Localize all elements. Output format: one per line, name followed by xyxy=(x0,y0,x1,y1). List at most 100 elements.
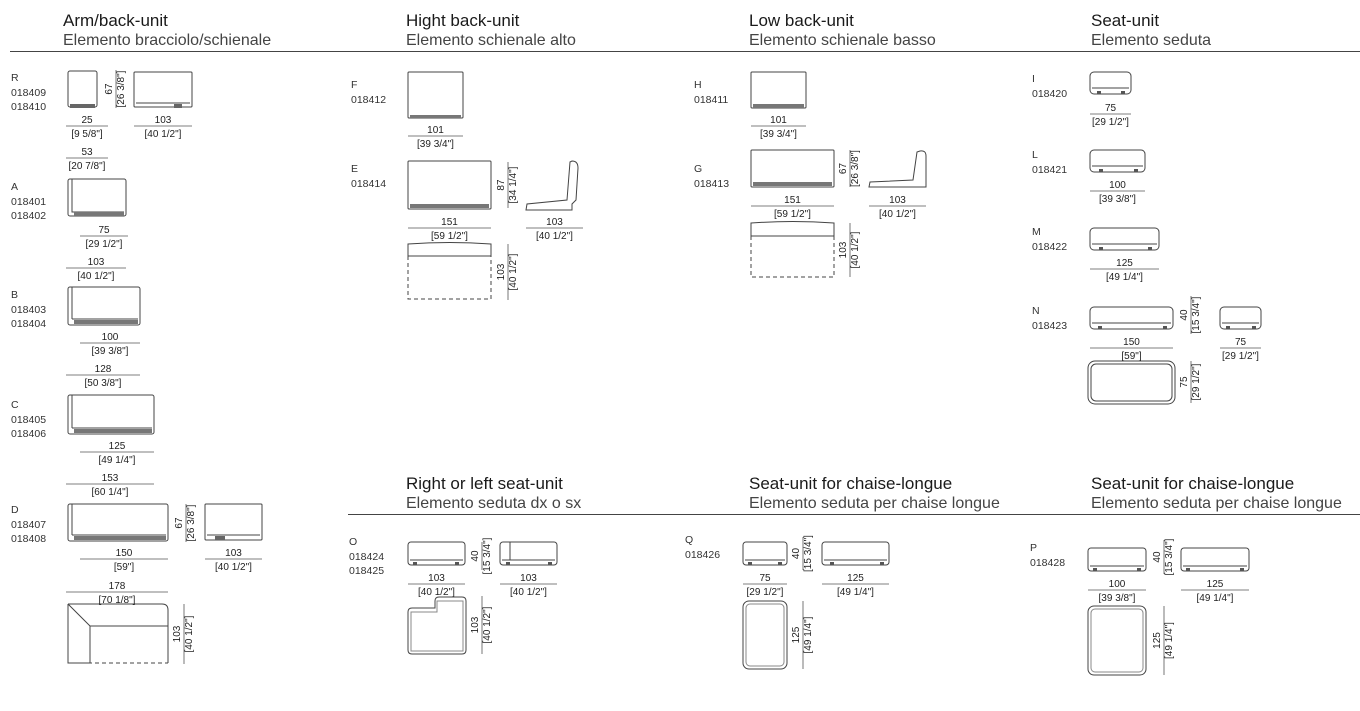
module-letter: B xyxy=(11,289,19,301)
module-code: 018412 xyxy=(351,93,387,106)
dimension-cm: 101 xyxy=(427,125,444,136)
module-code: 018426 xyxy=(685,548,721,561)
dimension-cm: 128 xyxy=(95,364,112,375)
module-R-drawing xyxy=(67,70,193,108)
section-title: Hight back-unit xyxy=(406,11,520,30)
module-code: 018421 xyxy=(1032,163,1068,176)
module-L-drawing xyxy=(1089,149,1146,173)
module-letter: I xyxy=(1032,73,1035,85)
module-I-drawing xyxy=(1089,71,1132,95)
dimension-vertical: 67[26 3/8"] xyxy=(174,504,197,542)
dimension-cm: 103 xyxy=(520,573,537,584)
dimension-horizontal: 101[39 3/4"] xyxy=(751,115,806,140)
dimension-cm: 67 xyxy=(838,163,849,175)
section-header-chaise-seat-1: Seat-unit for chaise-longue Elemento sed… xyxy=(749,474,1000,514)
dimension-cm: 75 xyxy=(1235,337,1247,348)
dimension-cm: 101 xyxy=(770,115,787,126)
dimension-cm: 103 xyxy=(172,625,183,642)
dimension-inch: [40 1/2"] xyxy=(536,231,573,242)
section-title: Seat-unit for chaise-longue xyxy=(1091,474,1295,493)
section-subtitle: Elemento bracciolo/schienale xyxy=(63,32,272,49)
module-label-F: F 018412 xyxy=(351,78,386,107)
dimension-cm: 125 xyxy=(1152,632,1163,649)
module-B-drawing xyxy=(67,286,141,326)
dimension-horizontal: 100[39 3/8"] xyxy=(1090,180,1145,205)
dimension-vertical: 103[40 1/2"] xyxy=(496,244,519,300)
section-header-seat: Seat-unit Elemento seduta xyxy=(1091,11,1211,51)
module-A-drawing xyxy=(67,178,127,217)
module-letter: Q xyxy=(685,534,694,546)
module-D-drawing xyxy=(67,503,263,664)
dimension-inch: [40 1/2"] xyxy=(418,587,455,598)
module-code: 018406 xyxy=(11,428,47,440)
dimension-inch: [39 3/8"] xyxy=(92,346,129,357)
module-code: 018414 xyxy=(351,177,387,190)
section-subtitle: Elemento seduta xyxy=(1091,32,1212,49)
section-subtitle: Elemento seduta per chaise longue xyxy=(749,495,1000,512)
dimension-inch: [49 1/4"] xyxy=(1106,272,1143,283)
module-letter: L xyxy=(1032,149,1038,161)
dimension-horizontal: 25 [9 5/8"] xyxy=(66,115,108,140)
dimension-horizontal: 53 [20 7/8"] xyxy=(66,147,108,172)
dimension-vertical: 40[15 3/4"] xyxy=(1179,296,1202,334)
module-code: 018410 xyxy=(11,101,47,113)
section-subtitle: Elemento seduta per chaise longue xyxy=(1091,495,1342,512)
dimension-cm: 25 xyxy=(81,115,93,126)
dimension-inch: [40 1/2"] xyxy=(879,209,916,220)
module-M-drawing xyxy=(1089,227,1160,251)
dimension-cm: 103 xyxy=(225,548,242,559)
module-O-drawing xyxy=(407,541,558,655)
module-code: 018423 xyxy=(1032,319,1068,332)
dimension-cm: 67 xyxy=(174,517,185,529)
section-title: Low back-unit xyxy=(749,11,854,30)
dimension-inch: [29 1/2"] xyxy=(1092,117,1129,128)
dimension-cm: 53 xyxy=(81,147,93,158)
dimension-inch: [26 3/8"] xyxy=(850,150,861,187)
module-letter: C xyxy=(11,399,19,411)
dimension-cm: 125 xyxy=(1116,258,1133,269)
dimension-inch: [9 5/8"] xyxy=(71,129,103,140)
dimension-inch: [15 3/4"] xyxy=(1191,296,1202,333)
module-code: 018405 xyxy=(11,413,47,426)
dimension-cm: 75 xyxy=(98,225,110,236)
dimension-inch: [70 1/8"] xyxy=(99,595,136,606)
dimension-horizontal: 150[59"] xyxy=(80,548,168,573)
dimension-cm: 103 xyxy=(546,217,563,228)
module-code: 018420 xyxy=(1032,87,1068,100)
dimension-horizontal: 103[40 1/2"] xyxy=(408,573,465,598)
dimension-cm: 178 xyxy=(109,581,126,592)
dimension-inch: [20 7/8"] xyxy=(69,161,106,172)
header-divider-bottom xyxy=(348,514,1360,515)
dimension-horizontal: 125 [49 1/4"] xyxy=(1090,258,1159,283)
dimension-inch: [39 3/4"] xyxy=(417,139,454,150)
dimension-cm: 100 xyxy=(1109,180,1126,191)
dimension-inch: [59 1/2"] xyxy=(774,209,811,220)
dimension-vertical: 125[49 1/4"] xyxy=(1152,606,1175,675)
dimension-horizontal: 125[49 1/4"] xyxy=(1181,579,1249,604)
dimension-horizontal: 178 [70 1/8"] xyxy=(66,581,168,606)
module-code: 018411 xyxy=(694,93,729,106)
section-title: Right or left seat-unit xyxy=(406,474,563,493)
section-subtitle: Elemento schienale alto xyxy=(406,32,576,49)
dimension-vertical: 103[40 1/2"] xyxy=(470,596,493,654)
dimension-horizontal: 103[40 1/2"] xyxy=(205,548,262,573)
dimension-horizontal: 101 [39 3/4"] xyxy=(408,125,463,150)
section-title: Arm/back-unit xyxy=(63,11,168,30)
dimension-inch: [40 1/2"] xyxy=(184,615,195,652)
module-letter: F xyxy=(351,79,358,91)
dimension-vertical: 87[34 1/4"] xyxy=(496,162,519,208)
dimension-vertical: 103[40 1/2"] xyxy=(838,223,861,277)
dimension-vertical: 125[49 1/4"] xyxy=(791,601,814,669)
dimension-inch: [26 3/8"] xyxy=(186,504,197,541)
dimension-horizontal: 103[40 1/2"] xyxy=(500,573,557,598)
module-letter: A xyxy=(11,181,19,193)
dimension-inch: [40 1/2"] xyxy=(482,606,493,643)
dimension-vertical: 67[26 3/8"] xyxy=(838,150,861,187)
